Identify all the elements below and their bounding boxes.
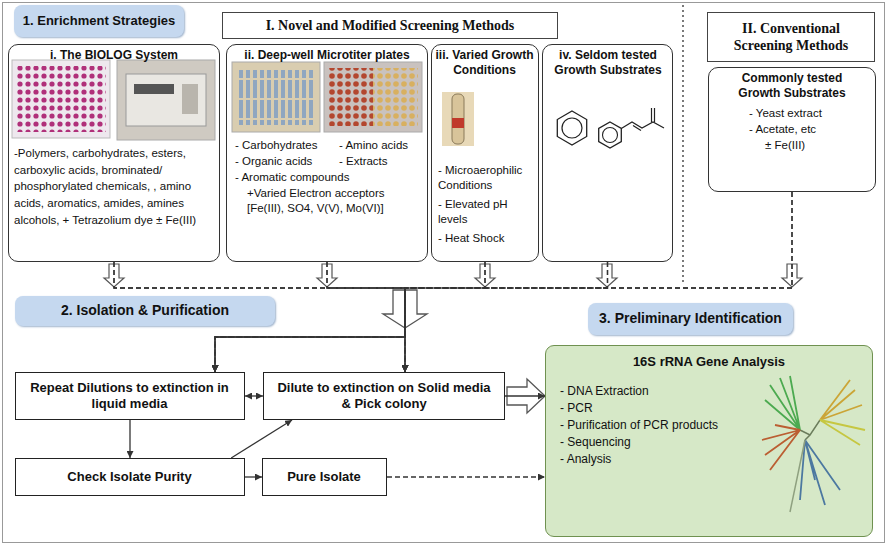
- list-item: - Yeast extract: [749, 106, 869, 120]
- heading-text: Dilute to extinction on Solid media & Pi…: [273, 380, 495, 413]
- heading-text: iii. Varied Growth Conditions: [434, 48, 535, 78]
- plate-wells: [16, 66, 106, 132]
- block-arrow: [104, 264, 124, 287]
- connector: [245, 395, 263, 396]
- connector: [231, 420, 292, 458]
- list-item: - Purification of PCR products: [560, 418, 760, 433]
- heading-text: iv. Seldom tested Growth Substrates: [547, 48, 669, 78]
- block-arrow: [317, 264, 337, 287]
- list-item: - Extracts: [339, 154, 423, 169]
- connector: [387, 476, 545, 477]
- connector: [327, 262, 405, 372]
- plate-wells: [373, 68, 418, 126]
- list-item: - PCR: [560, 401, 760, 416]
- list-item: - Analysis: [560, 452, 760, 467]
- connector: [129, 420, 130, 458]
- list-item: +Varied Electron acceptors [Fe(III), SO4…: [247, 186, 412, 216]
- list-item: - Aromatic compounds: [235, 170, 415, 185]
- heading-text: Commonly tested Growth Substrates: [728, 71, 856, 101]
- culture-tube: [452, 94, 464, 144]
- list-item: - Elevated pH levels: [438, 197, 536, 227]
- list-item: - Sequencing: [560, 435, 760, 450]
- benzene-ring: [557, 111, 586, 145]
- list-item: - Microaerophilic Conditions: [438, 163, 536, 193]
- aromatic-circle: [562, 118, 582, 138]
- aromatic-circle: [603, 128, 618, 143]
- process-box: Dilute to extinction on Solid media & Pi…: [263, 372, 505, 420]
- method-box: i. The BIOLOG System -Polymers, carbohydr…: [8, 44, 220, 262]
- section-header: 1. Enrichment Strategies: [14, 5, 184, 37]
- list-item: - Carbohydrates: [235, 138, 335, 153]
- list-item: - Heat Shock: [438, 231, 536, 246]
- block-arrow: [475, 264, 495, 287]
- heading-text: Repeat Dilutions to extinction in liquid…: [21, 380, 238, 413]
- heading-text: Pure Isolate: [268, 469, 380, 485]
- connector: [245, 476, 262, 477]
- connector: [405, 262, 485, 372]
- heading-text: 16S rRNA Gene Analysis: [550, 354, 868, 370]
- list-item: - Acetate, etc: [749, 122, 869, 136]
- list-item: - Organic acids: [235, 154, 335, 169]
- instrument-photo: [117, 60, 215, 140]
- heading-text: i. The BIOLOG System: [13, 48, 215, 63]
- heading-text: ii. Deep-well Microtiter plates: [231, 48, 423, 63]
- plate-photo: [324, 62, 422, 132]
- instrument-slot: [134, 84, 174, 94]
- list-item: ± Fe(III): [765, 138, 865, 152]
- heading-text: II. Conventional Screening Methods: [712, 20, 870, 55]
- connector: [505, 395, 545, 396]
- method-box: iv. Seldom tested Growth Substrates: [542, 44, 673, 262]
- heading-text: 3. Preliminary Identification: [592, 310, 789, 328]
- phenyl-ring: [599, 122, 622, 148]
- instrument-body: [126, 74, 206, 126]
- category-label: I. Novel and Modified Screening Methods: [222, 12, 558, 39]
- heading-text: 1. Enrichment Strategies: [18, 13, 180, 29]
- culture-band: [452, 118, 464, 128]
- section-header: 3. Preliminary Identification: [588, 303, 793, 335]
- category-label: II. Conventional Screening Methods: [707, 12, 875, 62]
- method-box: ii. Deep-well Microtiter plates - Carbohy…: [226, 44, 428, 262]
- tube-photo: [442, 92, 474, 146]
- plate-photo: [12, 60, 110, 138]
- analysis-box: 16S rRNA Gene Analysis - DNA Extraction - …: [545, 345, 873, 537]
- process-box: Check Isolate Purity: [15, 458, 245, 496]
- block-arrow: [597, 264, 617, 287]
- process-box: Repeat Dilutions to extinction in liquid…: [15, 372, 245, 420]
- heading-text: I. Novel and Modified Screening Methods: [227, 17, 553, 35]
- rack-photo: [232, 62, 320, 132]
- list-item: -Polymers, carbohydrates, esters, carbox…: [14, 145, 214, 228]
- instrument-panel: [182, 84, 198, 114]
- section-divider: [682, 5, 683, 283]
- rack-tubes: [236, 70, 316, 125]
- process-box: Pure Isolate: [262, 458, 387, 496]
- method-box: iii. Varied Growth Conditions - Microaero…: [431, 44, 539, 262]
- outer-frame: [3, 3, 885, 543]
- method-box: Commonly tested Growth Substrates - Yeast…: [708, 67, 876, 192]
- list-item: - DNA Extraction: [560, 384, 760, 399]
- heading-text: 2. Isolation & Purification: [19, 302, 271, 320]
- side-chain: [621, 108, 664, 131]
- list-item: - Amino acids: [339, 138, 423, 153]
- plate-wells: [328, 68, 373, 126]
- section-header: 2. Isolation & Purification: [15, 296, 275, 326]
- heading-text: Check Isolate Purity: [21, 469, 238, 485]
